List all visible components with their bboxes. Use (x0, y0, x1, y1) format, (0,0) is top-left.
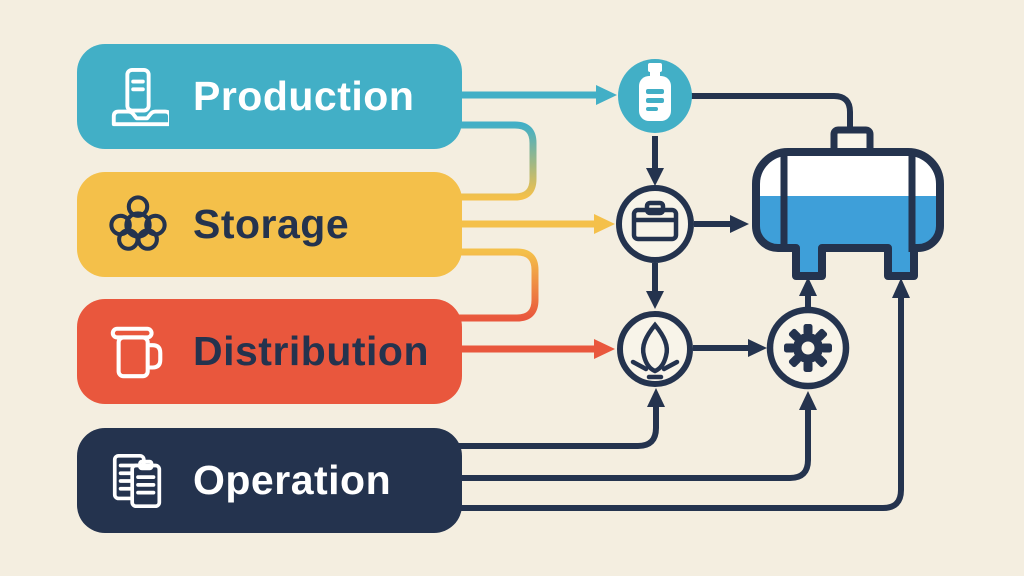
edge-briefcase-to-flame (646, 263, 664, 309)
edge-storage-to-briefcase (458, 214, 615, 234)
edge-flame-to-gear (693, 339, 767, 357)
canister-icon (110, 326, 163, 378)
edge-storage-to-distribution (458, 248, 539, 322)
bottle-icon (639, 63, 671, 121)
briefcase-node (616, 185, 694, 263)
arrowhead (646, 168, 664, 186)
gear-icon (784, 324, 832, 372)
edge-operation-to-gear (458, 391, 817, 481)
arrowhead (647, 388, 665, 407)
edge-production-to-bottle (458, 85, 617, 105)
machine-icon (111, 67, 169, 126)
cluster-icon (109, 194, 167, 251)
arrowhead (892, 278, 910, 298)
arrowhead (730, 215, 749, 233)
production-label: Production (193, 73, 415, 119)
tank-seams (780, 152, 916, 252)
edge-production-to-storage (458, 121, 537, 201)
distribution-box: Distribution (77, 299, 462, 404)
edge-gear-to-left-leg (799, 277, 817, 307)
storage-box: Storage (77, 172, 462, 277)
bottle-node (618, 59, 692, 133)
edge-operation-to-right-leg (458, 278, 910, 511)
operation-label: Operation (193, 457, 392, 503)
arrowhead (646, 291, 664, 309)
production-box: Production (77, 44, 462, 149)
arrowhead (594, 214, 615, 234)
tank-icon (752, 126, 944, 280)
node-circle (616, 185, 694, 263)
briefcase-icon (631, 200, 679, 242)
tank-outline (752, 148, 944, 280)
edge-briefcase-to-tank (694, 215, 749, 233)
edge-distribution-to-flame (458, 339, 615, 359)
edge-bottle-to-tank-cap (691, 93, 853, 129)
arrowhead (594, 339, 615, 359)
edge-bottle-to-briefcase (646, 136, 664, 186)
documents-icon (112, 453, 162, 508)
arrowhead (799, 391, 817, 410)
flame-icon (630, 321, 680, 380)
flame-node (617, 311, 693, 387)
arrowhead (596, 85, 617, 105)
arrowhead (799, 277, 817, 296)
storage-label: Storage (193, 201, 350, 247)
distribution-label: Distribution (193, 328, 430, 374)
arrowhead (748, 339, 767, 357)
gear-node (766, 306, 850, 390)
edge-operation-to-flame (458, 388, 665, 449)
operation-box: Operation (77, 428, 462, 533)
